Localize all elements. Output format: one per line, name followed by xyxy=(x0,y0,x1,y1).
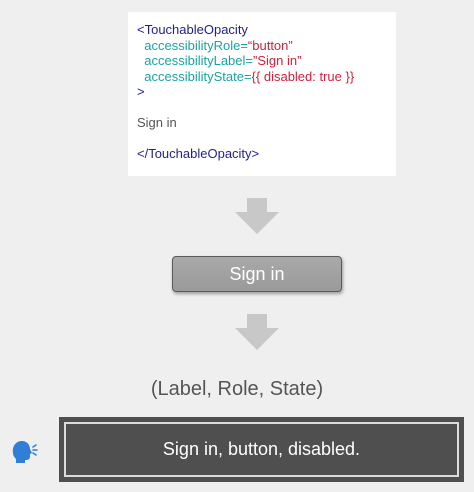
code-state-value: {{ disabled: true }} xyxy=(251,68,355,84)
down-arrow-icon xyxy=(235,314,279,350)
label-role-state-caption: (Label, Role, State) xyxy=(150,378,324,400)
sign-in-button[interactable]: Sign in xyxy=(172,256,342,292)
screen-reader-announcement: Sign in, button, disabled. xyxy=(59,417,464,482)
speaking-head-icon xyxy=(10,440,38,464)
code-close-tag: </TouchableOpacity> xyxy=(137,146,260,161)
code-state-attr: accessibilityState= xyxy=(144,68,252,84)
code-label-attr: accessibilityLabel= xyxy=(144,53,253,68)
down-arrow-icon xyxy=(235,198,279,234)
code-label-value: ”Sign in” xyxy=(253,53,302,68)
code-role-attr: accessibilityRole= xyxy=(144,37,248,53)
code-close-bracket: > xyxy=(137,84,145,99)
announcement-text: Sign in, button, disabled. xyxy=(64,422,459,477)
code-snippet: <TouchableOpacity accessibilityRole=“but… xyxy=(128,12,396,176)
code-role-line: accessibilityRole=“button” xyxy=(137,38,396,54)
code-open-tag: <TouchableOpacity xyxy=(137,22,248,37)
code-child-text: Sign in xyxy=(137,115,177,130)
code-label-line: accessibilityLabel=”Sign in” xyxy=(137,53,396,69)
code-state-line: accessibilityState={{ disabled: true }} xyxy=(137,69,396,85)
code-role-value: “button” xyxy=(247,37,293,53)
